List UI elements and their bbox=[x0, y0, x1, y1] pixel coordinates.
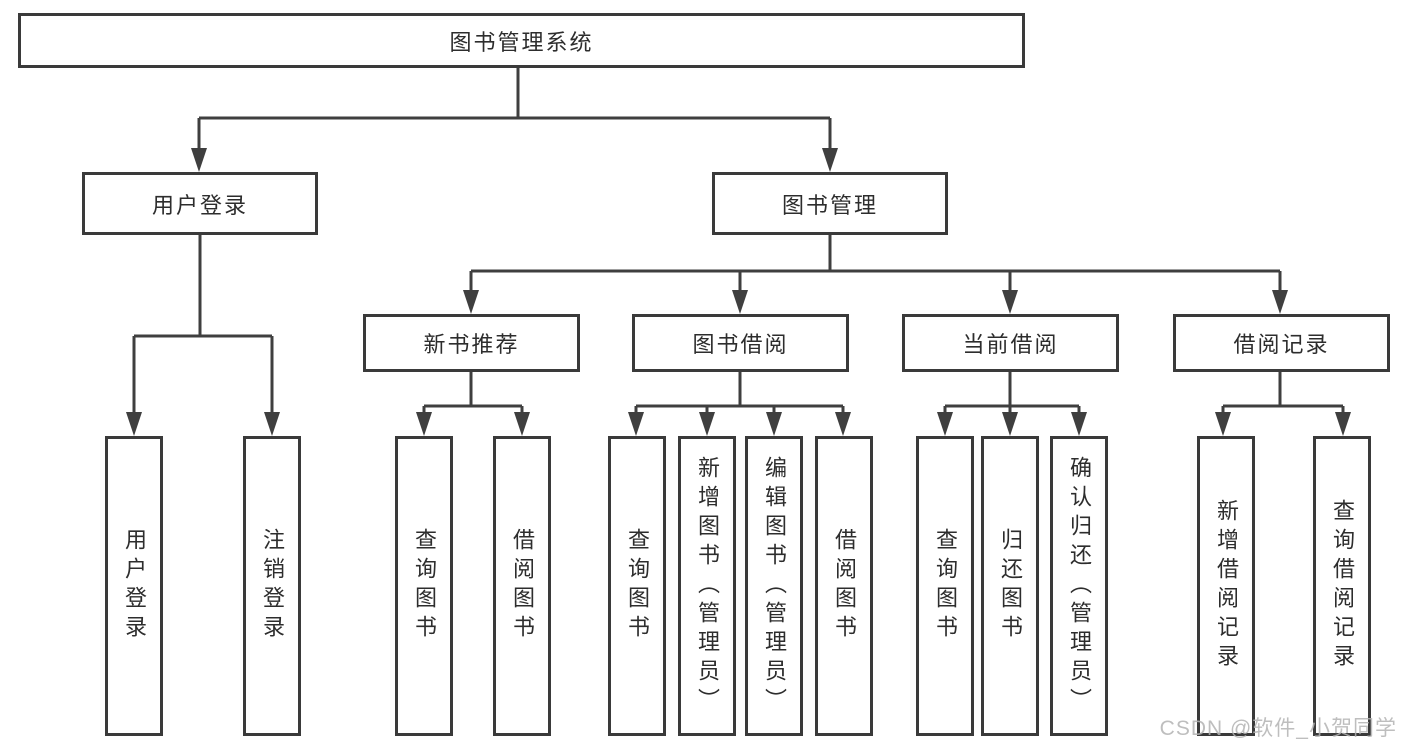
leaf-borrow-add-books-admin: 新增图书（管理员） bbox=[678, 436, 736, 736]
node-current-borrow: 当前借阅 bbox=[902, 314, 1119, 372]
leaf-records-query-record: 查询借阅记录 bbox=[1313, 436, 1371, 736]
leaf-borrow-query-books: 查询图书 bbox=[608, 436, 666, 736]
leaf-records-add-record: 新增借阅记录 bbox=[1197, 436, 1255, 736]
arrowheads bbox=[126, 148, 1351, 436]
node-borrow-records: 借阅记录 bbox=[1173, 314, 1390, 372]
leaf-logout: 注销登录 bbox=[243, 436, 301, 736]
leaf-current-query-books: 查询图书 bbox=[916, 436, 974, 736]
node-new-book-recommend: 新书推荐 bbox=[363, 314, 580, 372]
node-user-login-branch: 用户登录 bbox=[82, 172, 318, 235]
leaf-user-login: 用户登录 bbox=[105, 436, 163, 736]
watermark: CSDN @软件_小贺同学 bbox=[1159, 717, 1397, 740]
leaf-recommend-borrow-books: 借阅图书 bbox=[493, 436, 551, 736]
leaf-current-return-books: 归还图书 bbox=[981, 436, 1039, 736]
leaf-borrow-borrow-books: 借阅图书 bbox=[815, 436, 873, 736]
node-book-borrow: 图书借阅 bbox=[632, 314, 849, 372]
leaf-recommend-query-books: 查询图书 bbox=[395, 436, 453, 736]
leaf-current-confirm-return-admin: 确认归还（管理员） bbox=[1050, 436, 1108, 736]
node-book-management: 图书管理 bbox=[712, 172, 948, 235]
leaf-borrow-edit-books-admin: 编辑图书（管理员） bbox=[745, 436, 803, 736]
node-root: 图书管理系统 bbox=[18, 13, 1025, 68]
